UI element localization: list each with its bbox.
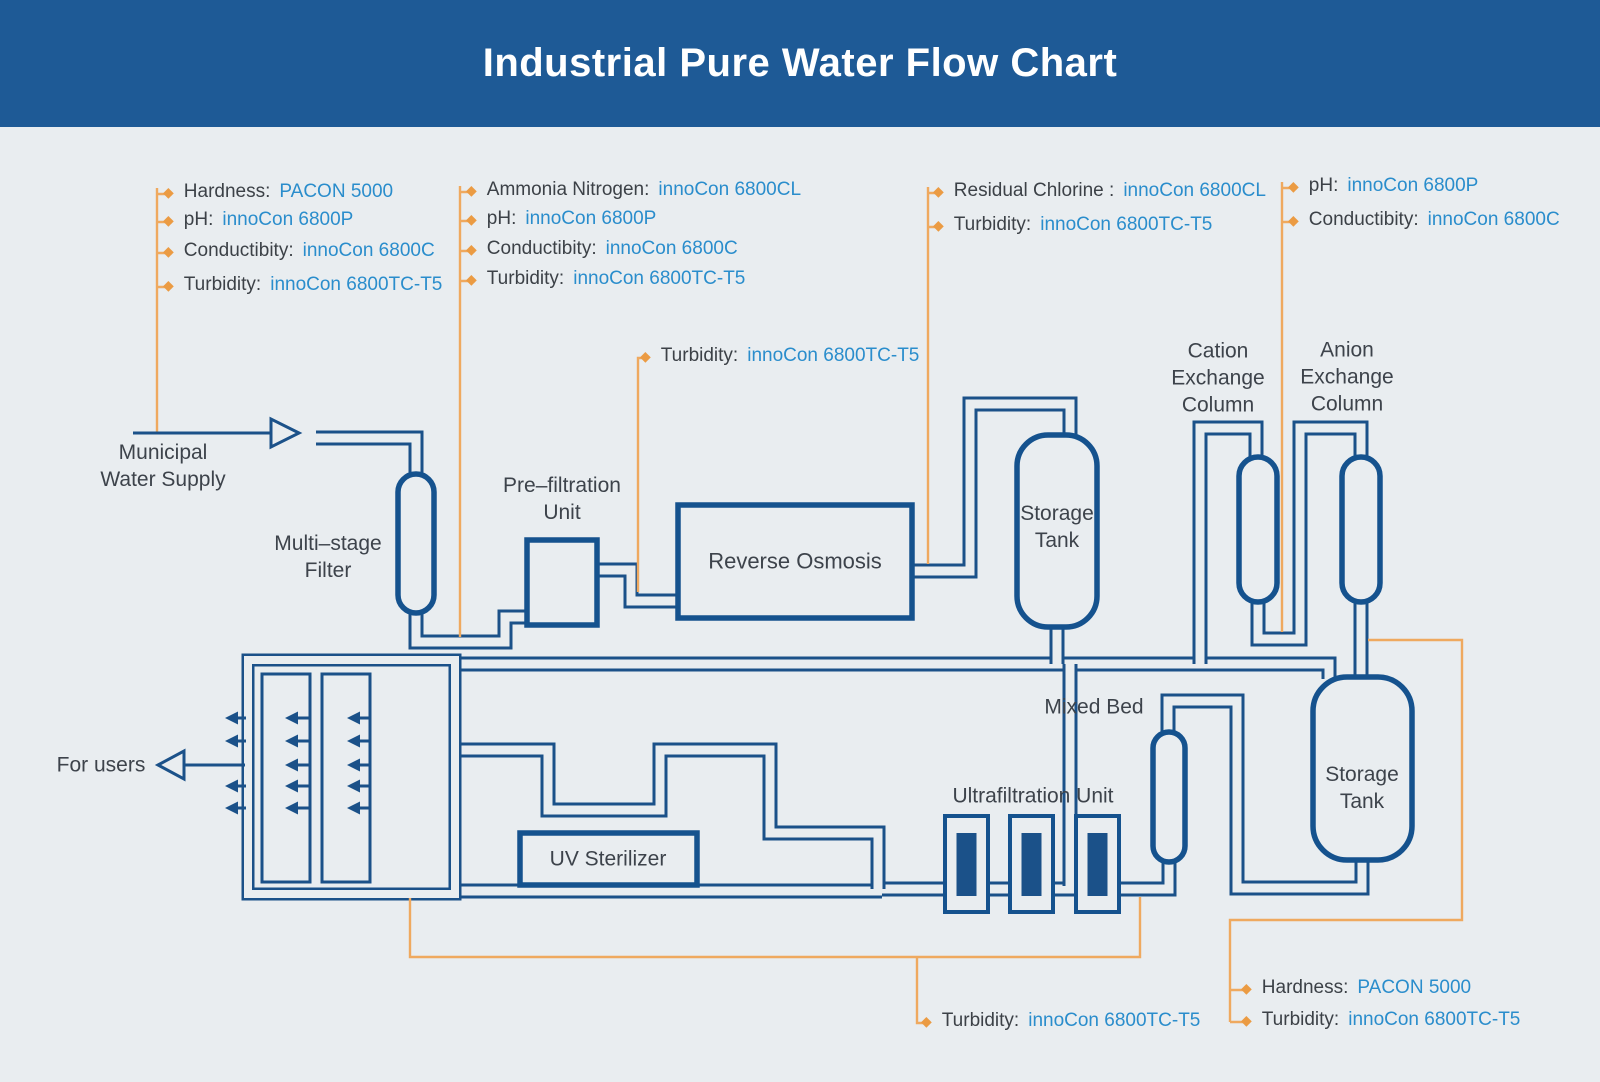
- pre-filtration-unit-box: [524, 537, 600, 628]
- diamond-bullet-icon: ◆: [933, 216, 944, 233]
- sensor-row: ◆ Turbidity: innoCon 6800TC-T5: [933, 214, 1213, 235]
- sensor-row: ◆ Residual Chlorine : innoCon 6800CL: [933, 180, 1266, 201]
- diamond-bullet-icon: ◆: [933, 182, 944, 199]
- uv-sterilizer-box: [517, 830, 700, 888]
- sensor-row: ◆ Turbidity: innoCon 6800TC-T5: [466, 268, 746, 289]
- label-mixed-bed: Mixed Bed: [1044, 695, 1144, 719]
- sensor-row: ◆ Conductibity: innoCon 6800C: [466, 238, 738, 259]
- distribution-arrows: [225, 711, 370, 815]
- sensor-connector-lines: [155, 182, 1464, 1025]
- diamond-bullet-icon: ◆: [1241, 979, 1252, 996]
- sensor-row: ◆ Turbidity: innoCon 6800TC-T5: [921, 1010, 1201, 1031]
- anion-exchange-vessel: [1339, 454, 1383, 605]
- storage-tank-1-vessel: [1014, 432, 1100, 630]
- diamond-bullet-icon: ◆: [1288, 211, 1299, 228]
- label-storage-tank-1: Storage Tank: [1020, 502, 1094, 552]
- diamond-bullet-icon: ◆: [1241, 1011, 1252, 1028]
- diamond-bullet-icon: ◆: [163, 242, 174, 259]
- sensor-row: ◆ pH: innoCon 6800P: [163, 209, 354, 230]
- page-title: Industrial Pure Water Flow Chart: [482, 41, 1118, 85]
- manifold-channel-2: [320, 672, 372, 884]
- label-uv-sterilizer: UV Sterilizer: [549, 847, 667, 871]
- manifold-channel-1: [260, 672, 312, 884]
- diamond-bullet-icon: ◆: [466, 270, 477, 287]
- feed-arrow: [133, 416, 303, 450]
- diamond-bullet-icon: ◆: [163, 211, 174, 228]
- storage-tank-2-vessel: [1310, 674, 1415, 863]
- ultrafiltration-modules: [943, 814, 1121, 914]
- multi-stage-filter-vessel: [395, 471, 437, 616]
- diamond-bullet-icon: ◆: [1288, 177, 1299, 194]
- label-for-users: For users: [56, 753, 146, 777]
- label-reverse-osmosis: Reverse Osmosis: [708, 548, 882, 574]
- label-ultrafiltration-unit: Ultrafiltration Unit: [952, 784, 1114, 808]
- title-bar: Industrial Pure Water Flow Chart: [0, 0, 1600, 127]
- sensor-row: ◆ Hardness: PACON 5000: [163, 181, 394, 202]
- sensor-row: ◆ pH: innoCon 6800P: [466, 208, 657, 229]
- diamond-bullet-icon: ◆: [640, 347, 651, 364]
- diamond-bullet-icon: ◆: [466, 210, 477, 227]
- for-users-arrow: [154, 748, 245, 782]
- mixed-bed-vessel: [1150, 729, 1188, 865]
- label-municipal-water-supply: Municipal Water Supply: [100, 441, 226, 491]
- sensor-row: ◆ Conductibity: innoCon 6800C: [1288, 209, 1560, 230]
- diamond-bullet-icon: ◆: [466, 181, 477, 198]
- sensor-row: ◆ Turbidity: innoCon 6800TC-T5: [1241, 1009, 1521, 1030]
- label-cation-exchange-column: Cation Exchange Column: [1171, 339, 1265, 417]
- label-pre-filtration-unit: Pre–filtration Unit: [503, 474, 621, 524]
- sensor-row: ◆ Hardness: PACON 5000: [1241, 977, 1472, 998]
- label-anion-exchange-column: Anion Exchange Column: [1300, 338, 1394, 416]
- sensor-row: ◆ Ammonia Nitrogen: innoCon 6800CL: [466, 179, 802, 200]
- cation-exchange-vessel: [1236, 454, 1280, 605]
- diamond-bullet-icon: ◆: [921, 1012, 932, 1029]
- diamond-bullet-icon: ◆: [163, 183, 174, 200]
- sensor-row: ◆ Conductibity: innoCon 6800C: [163, 240, 435, 261]
- diamond-bullet-icon: ◆: [163, 276, 174, 293]
- label-multi-stage-filter: Multi–stage Filter: [274, 532, 382, 582]
- reverse-osmosis-box: [675, 502, 915, 621]
- label-storage-tank-2: Storage Tank: [1325, 763, 1399, 813]
- sensor-row: ◆ Turbidity: innoCon 6800TC-T5: [640, 345, 920, 366]
- diamond-bullet-icon: ◆: [466, 240, 477, 257]
- sensor-row: ◆ pH: innoCon 6800P: [1288, 175, 1479, 196]
- sensor-row: ◆ Turbidity: innoCon 6800TC-T5: [163, 274, 443, 295]
- pipe-network: [241, 396, 1370, 901]
